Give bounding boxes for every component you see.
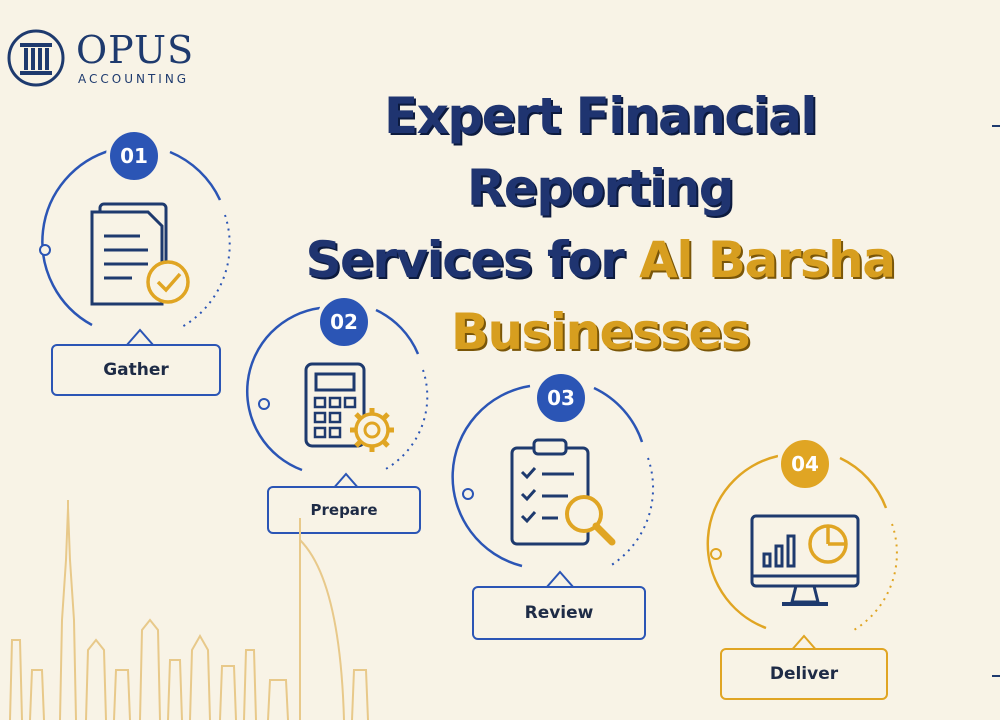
step-review: 03 Review <box>451 370 660 650</box>
title-highlight: Al Barsha <box>639 231 896 289</box>
step-gather: 01 Gather <box>39 128 240 400</box>
edge-marker <box>992 125 1000 127</box>
label-pointer <box>126 328 155 346</box>
checklist-magnifier-icon <box>510 438 616 546</box>
title-line-1: Expert Financial Reporting <box>384 87 817 217</box>
step-label[interactable]: Gather <box>51 344 221 396</box>
step-ring <box>39 148 231 329</box>
step-label[interactable]: Review <box>472 586 646 640</box>
city-skyline-illustration <box>9 500 369 720</box>
page-title: Expert Financial Reporting Services for … <box>280 80 920 368</box>
step-ring <box>451 384 655 568</box>
step-number-badge: 02 <box>316 294 372 350</box>
brand-subtitle: ACCOUNTING <box>78 72 190 86</box>
step-prepare: 02 Prepare <box>245 294 438 540</box>
pillar-icon <box>7 29 65 87</box>
step-number-badge: 04 <box>777 436 833 492</box>
brand-name: OPUS <box>76 28 195 72</box>
step-label[interactable]: Deliver <box>720 648 888 700</box>
title-line-2: Services for Al Barsha <box>280 224 920 296</box>
brand-logo[interactable]: OPUS ACCOUNTING <box>6 28 206 88</box>
edge-marker <box>992 675 1000 677</box>
step-deliver: 04 Deliver <box>706 436 908 710</box>
title-line-3: Businesses <box>450 303 751 361</box>
title-line-2-prefix: Services for <box>305 231 624 289</box>
documents-check-icon <box>90 202 190 306</box>
calculator-gear-icon <box>304 362 394 452</box>
step-ring <box>706 454 898 631</box>
step-number-badge: 03 <box>533 370 589 426</box>
monitor-chart-icon <box>750 514 860 606</box>
label-pointer <box>546 570 575 588</box>
step-label[interactable]: Prepare <box>267 486 421 534</box>
step-number-badge: 01 <box>106 128 162 184</box>
step-ring <box>245 306 429 472</box>
